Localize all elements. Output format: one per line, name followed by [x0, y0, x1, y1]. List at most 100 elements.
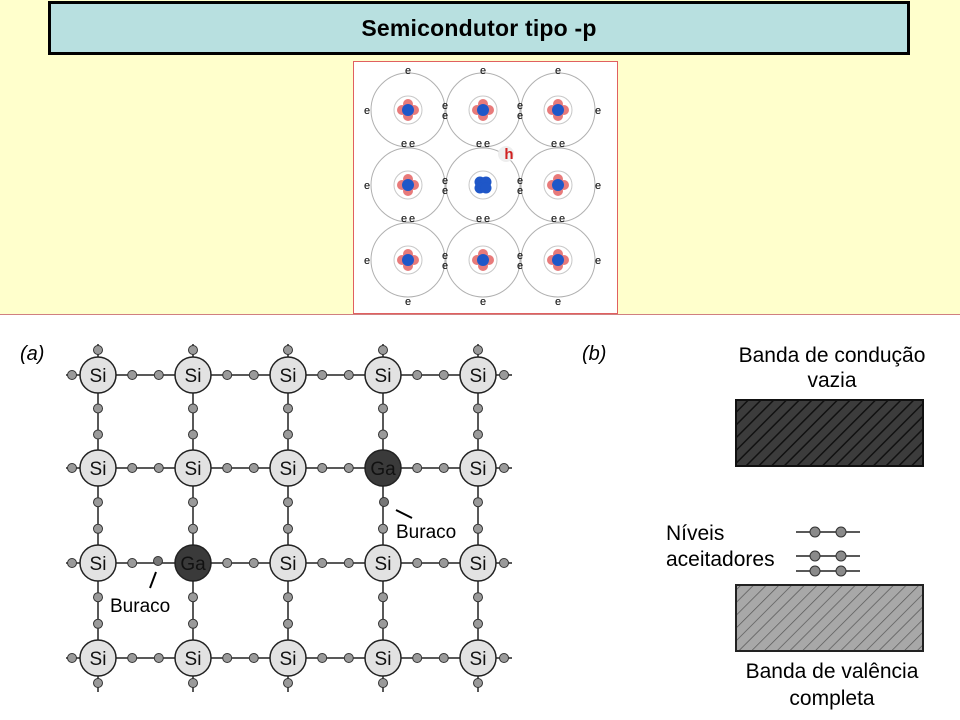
bond-electron: [93, 403, 103, 414]
atom-symbol: Ga: [370, 459, 396, 480]
valence-band-label-2: completa: [789, 687, 875, 710]
bond-electron: [499, 558, 509, 568]
atom-symbol: Si: [375, 649, 392, 670]
electron-label: e: [559, 213, 565, 225]
bond-electron: [283, 523, 293, 534]
bond-electron: [283, 429, 293, 440]
hole-label: Buraco: [110, 596, 170, 617]
bond-electron: [283, 678, 293, 688]
electron-label: e: [442, 250, 448, 262]
silicon-atom: [269, 639, 307, 677]
electron-label: e: [401, 138, 407, 150]
lattice-bonds: [66, 344, 512, 692]
bond-electron: [188, 592, 198, 603]
orbit-ring: [370, 222, 446, 298]
bond-electron: [93, 678, 103, 688]
bond-electron: [93, 523, 103, 534]
electron-label: e: [555, 296, 561, 308]
bond-electron: [343, 653, 354, 663]
silicon-atom: [79, 544, 117, 582]
acceptor-levels-label: Níveis: [666, 522, 724, 545]
nucleus: [402, 179, 414, 191]
acceptor-hole: [809, 526, 821, 538]
bond-electron: [378, 345, 388, 355]
bond-electron: [188, 345, 198, 355]
bond-electron: [343, 463, 354, 473]
hole-label: Buraco: [396, 522, 456, 543]
electron-label: e: [442, 110, 448, 122]
electron-label: e: [442, 175, 448, 187]
conduction-band-label: Banda de condução: [739, 344, 926, 367]
lattice-panel-label: (a): [20, 343, 44, 365]
acceptor-levels-label-2: aceitadores: [666, 548, 775, 571]
silicon-atom: [459, 449, 497, 487]
valence-band: [735, 584, 924, 652]
atom-symbol: Si: [375, 554, 392, 575]
bond-electron: [222, 558, 233, 568]
bond-electron: [343, 558, 354, 568]
silicon-atom: [459, 544, 497, 582]
inner-orbit: [393, 245, 423, 275]
dopant-nucleus: [480, 182, 492, 194]
inner-orbit: [543, 170, 573, 200]
electron-label: e: [364, 255, 370, 267]
bond-electron: [317, 653, 328, 663]
hole-callout-1: Buraco: [379, 497, 456, 543]
bond-electron: [378, 403, 388, 414]
nucleus: [402, 254, 414, 266]
electron-label: e: [364, 105, 370, 117]
bond-electron: [473, 345, 483, 355]
bond-electron: [412, 653, 423, 663]
electron-label: e: [484, 213, 490, 225]
atom-symbol: Si: [90, 366, 107, 387]
bond-electron: [283, 497, 293, 508]
bond-electron: [378, 523, 388, 534]
bond-electron: [283, 345, 293, 355]
bond-electron: [153, 463, 164, 473]
inner-orbit: [468, 95, 498, 125]
electron-label: e: [442, 185, 448, 197]
electron-label: e: [517, 175, 523, 187]
atom-symbol: Si: [185, 366, 202, 387]
silicon-atom: [79, 449, 117, 487]
bond-electron: [473, 497, 483, 508]
bond-electron: [67, 653, 77, 663]
energy-band-diagram: (b) Banda de condução vazia Níveis aceit…: [582, 343, 926, 710]
electron-label: e: [476, 138, 482, 150]
atom-symbol: Si: [185, 649, 202, 670]
electron-label: e: [551, 138, 557, 150]
silicon-atom: [269, 544, 307, 582]
electron-label: e: [555, 65, 561, 77]
bond-electron: [248, 558, 259, 568]
electron-label: e: [595, 105, 601, 117]
nucleus: [552, 179, 564, 191]
bond-electron: [473, 678, 483, 688]
bond-electron: [473, 429, 483, 440]
bond-electron: [188, 403, 198, 414]
acceptor-hole: [809, 550, 821, 562]
bond-electron: [93, 429, 103, 440]
bond-electron: [473, 592, 483, 603]
atom-symbol: Si: [470, 459, 487, 480]
silicon-atom: [459, 639, 497, 677]
conduction-band-label-2: vazia: [807, 369, 856, 392]
silicon-atom: [174, 639, 212, 677]
electron-label: e: [517, 260, 523, 272]
hole-halo: [498, 146, 514, 162]
valence-band-label: Banda de valência: [746, 660, 919, 683]
atom-symbol: Si: [280, 554, 297, 575]
bond-electron: [438, 653, 449, 663]
electron-label: e: [595, 255, 601, 267]
bond-electron: [93, 618, 103, 629]
bond-electron: [473, 618, 483, 629]
acceptor-hole: [835, 550, 847, 562]
electron-label: e: [517, 185, 523, 197]
silicon-atom: [174, 449, 212, 487]
gallium-atom: [174, 544, 212, 582]
hole-marker: [379, 497, 389, 507]
silicon-atom: [364, 544, 402, 582]
inner-orbit: [468, 245, 498, 275]
